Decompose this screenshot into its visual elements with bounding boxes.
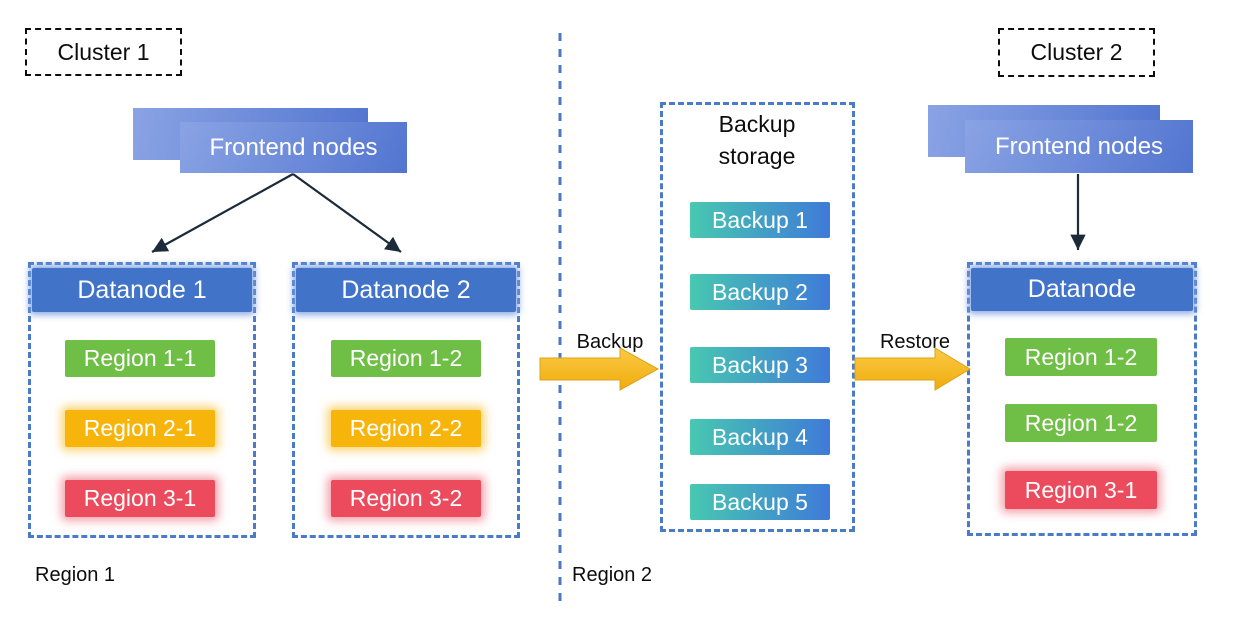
region-box: Region 3-1 (65, 480, 215, 517)
datanode1-container (28, 262, 256, 538)
backup-item: Backup 3 (690, 347, 830, 383)
region-box: Region 1-2 (1005, 338, 1157, 376)
cluster2-label-text: Cluster 2 (1030, 39, 1123, 65)
cluster2-label: Cluster 2 (998, 28, 1155, 77)
backup-item: Backup 4 (690, 419, 830, 455)
cluster2-datanode-header: Datanode (971, 268, 1193, 311)
cluster1-frontend-nodes-box: Frontend nodes (180, 122, 407, 173)
datanode2-title: Datanode 2 (341, 275, 471, 304)
region2-zone-label: Region 2 (572, 564, 653, 586)
cluster2-datanode-container (967, 262, 1197, 536)
frontend-to-datanode1-arrow (151, 173, 294, 253)
region-box: Region 3-1 (1005, 471, 1157, 509)
restore-flow-label: Restore (879, 331, 951, 353)
frontend-to-datanode2-arrow (292, 173, 402, 253)
datanode2-header: Datanode 2 (296, 268, 516, 312)
region-box: Region 3-2 (331, 480, 481, 517)
region-box: Region 2-1 (65, 410, 215, 447)
backup-item: Backup 2 (690, 274, 830, 310)
backup-storage-title: Backup storage (718, 111, 796, 170)
region-box: Region 1-2 (331, 340, 481, 377)
cluster1-frontend-label: Frontend nodes (209, 133, 378, 161)
backup-flow-arrow (539, 347, 660, 391)
backup-item: Backup 1 (690, 202, 830, 238)
cluster2-frontend-nodes-box: Frontend nodes (965, 120, 1193, 173)
backup-flow-label: Backup (576, 331, 644, 353)
region-box: Region 1-1 (65, 340, 215, 377)
region1-zone-label: Region 1 (35, 564, 116, 586)
restore-flow-arrow (854, 347, 971, 391)
cluster2-datanode-title: Datanode (1027, 275, 1137, 303)
backup-item: Backup 5 (690, 484, 830, 520)
backup-storage-container (660, 102, 855, 532)
datanode1-header: Datanode 1 (32, 268, 252, 312)
datanode2-container (292, 262, 520, 538)
cluster1-label-text: Cluster 1 (57, 38, 150, 65)
region-box: Region 2-2 (331, 410, 481, 447)
datanode1-title: Datanode 1 (77, 275, 207, 304)
cluster1-label: Cluster 1 (25, 28, 182, 76)
region-box: Region 1-2 (1005, 404, 1157, 442)
cluster2-frontend-label: Frontend nodes (994, 132, 1164, 160)
